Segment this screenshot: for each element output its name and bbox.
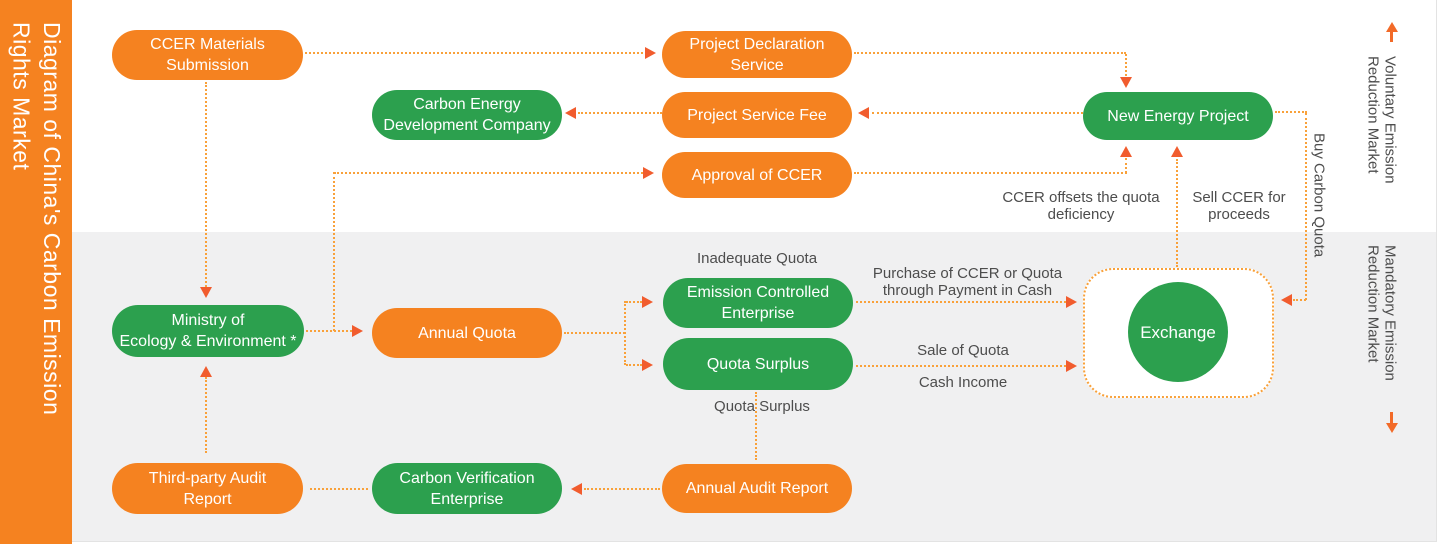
label-ccer-offsets: CCER offsets the quota deficiency (1002, 189, 1160, 223)
arrowhead (1120, 77, 1132, 88)
connector-line (626, 301, 642, 303)
node-project-declaration-service: Project Declaration Service (662, 31, 852, 78)
connector-line (205, 377, 207, 453)
connector-line (205, 82, 207, 287)
page-bottom-border (72, 541, 1437, 542)
label-buy-carbon-quota: Buy Carbon Quota (1310, 133, 1328, 258)
connector-line (333, 172, 335, 331)
arrowhead (571, 483, 582, 495)
label-sale-of-quota: Sale of Quota (917, 342, 1009, 359)
connector-line (578, 112, 662, 114)
connector-line (626, 364, 642, 366)
diagram-title-line1: Diagram of China's Carbon Emission (39, 22, 65, 416)
mandatory-market-label: Mandatory Emission Reduction Market (1364, 245, 1399, 381)
label-inadequate-quota: Inadequate Quota (696, 250, 818, 267)
mandatory-down-arrow (1390, 412, 1393, 423)
connector-line (1275, 111, 1307, 113)
node-new-energy-project: New Energy Project (1083, 92, 1273, 140)
connector-line (1176, 159, 1178, 267)
connector-line (334, 172, 643, 174)
label-quota-surplus: Quota Surplus (714, 398, 810, 415)
connector-line (1305, 113, 1307, 300)
arrowhead (1120, 146, 1132, 157)
connector-line (854, 52, 1126, 54)
connector-line (856, 301, 1066, 303)
arrowhead (643, 167, 654, 179)
diagram-title: Diagram of China's Carbon Emission Right… (0, 0, 72, 544)
arrowhead (200, 287, 212, 298)
arrowhead (565, 107, 576, 119)
connector-line (564, 332, 625, 334)
connector-line (872, 112, 1083, 114)
node-carbon-verification-enterprise: Carbon Verification Enterprise (372, 463, 562, 514)
arrowhead (1281, 294, 1292, 306)
arrowhead (642, 359, 653, 371)
voluntary-market-label: Voluntary Emission Reduction Market (1364, 56, 1399, 184)
node-carbon-energy-development-company: Carbon Energy Development Company (372, 90, 562, 140)
label-cash-income: Cash Income (918, 374, 1008, 391)
connector-line (306, 330, 352, 332)
connector-line (1293, 299, 1306, 301)
connector-line (624, 301, 626, 365)
arrowhead (1066, 296, 1077, 308)
diagram-title-line2: Rights Market (8, 22, 35, 171)
connector-line (305, 52, 643, 54)
arrowhead (200, 366, 212, 377)
connector-line (310, 488, 368, 490)
voluntary-up-arrow (1390, 31, 1393, 42)
page-right-border (1436, 0, 1437, 542)
arrowhead (858, 107, 869, 119)
connector-line (755, 392, 757, 460)
arrowhead (1171, 146, 1183, 157)
connector-line (1125, 158, 1127, 173)
arrowhead (642, 296, 653, 308)
node-ccer-materials-submission: CCER Materials Submission (112, 30, 303, 80)
arrowhead (1066, 360, 1077, 372)
node-annual-audit-report: Annual Audit Report (662, 464, 852, 513)
arrowhead (352, 325, 363, 337)
arrowhead (645, 47, 656, 59)
voluntary-up-arrowhead (1386, 22, 1398, 32)
node-emission-controlled-enterprise: Emission Controlled Enterprise (663, 278, 853, 328)
connector-line (854, 172, 1127, 174)
node-exchange: Exchange (1128, 282, 1228, 382)
label-sell-ccer: Sell CCER for proceeds (1192, 189, 1286, 223)
node-quota-surplus: Quota Surplus (663, 338, 853, 390)
mandatory-down-arrowhead (1386, 423, 1398, 433)
connector-line (584, 488, 660, 490)
node-third-party-audit-report: Third-party Audit Report (112, 463, 303, 514)
connector-line (1125, 54, 1127, 76)
label-purchase-of-ccer: Purchase of CCER or Quota through Paymen… (872, 265, 1063, 299)
node-annual-quota: Annual Quota (372, 308, 562, 358)
node-ministry-ecology-environment: Ministry of Ecology & Environment * (112, 305, 304, 357)
node-approval-of-ccer: Approval of CCER (662, 152, 852, 198)
node-project-service-fee: Project Service Fee (662, 92, 852, 138)
connector-line (856, 365, 1066, 367)
